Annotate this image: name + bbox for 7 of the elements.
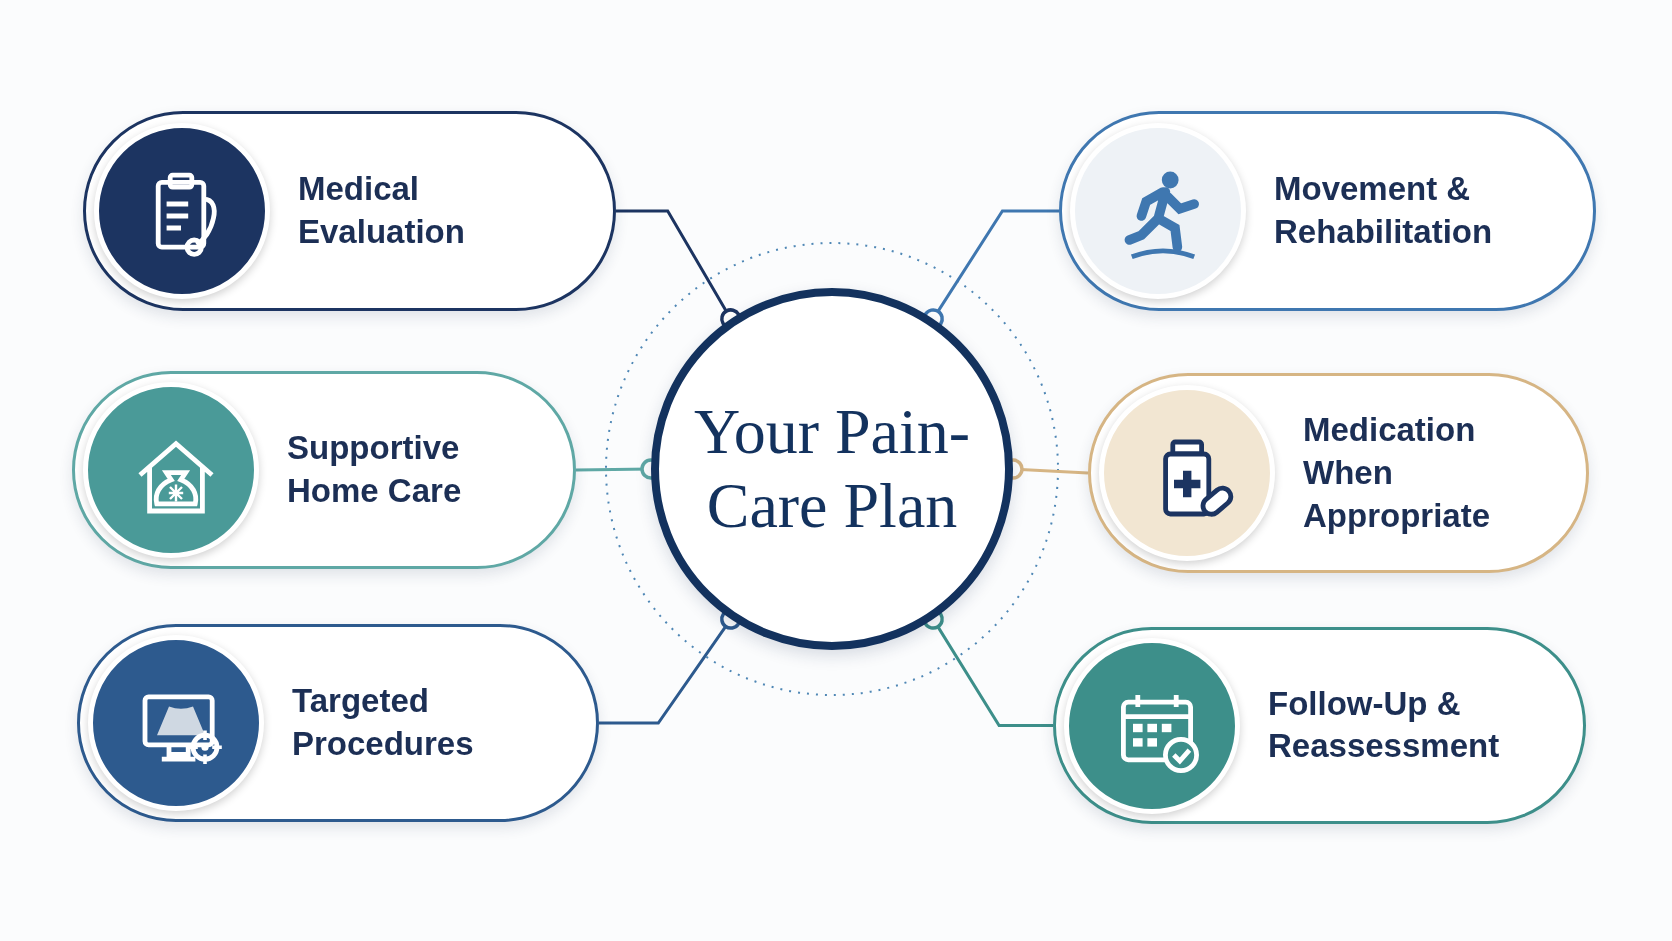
topic-label: Follow-Up & Reassessment bbox=[1268, 683, 1501, 767]
topic-label: Medication When Appropriate bbox=[1303, 409, 1491, 536]
topic-label: Supportive Home Care bbox=[287, 428, 463, 511]
topic-label: Movement & Rehabilitation bbox=[1274, 169, 1494, 252]
center-title: Your Pain-Care Plan bbox=[692, 395, 972, 543]
topic-label: Medical Evaluation bbox=[298, 169, 466, 252]
topic-label: Targeted Procedures bbox=[292, 681, 475, 764]
